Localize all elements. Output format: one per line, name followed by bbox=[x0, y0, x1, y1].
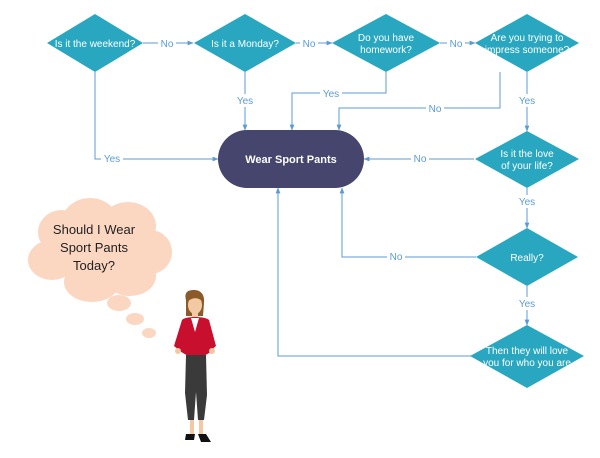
decision-diamond bbox=[470, 325, 584, 388]
label-yes: Yes bbox=[323, 89, 339, 100]
decision-text: impress someone? bbox=[485, 45, 570, 56]
edge-then-terminal bbox=[275, 187, 472, 357]
decision-then: Then they will love you for who you are bbox=[470, 325, 584, 388]
terminal-wear-sport-pants: Wear Sport Pants bbox=[218, 130, 364, 188]
thought-cloud bbox=[28, 198, 172, 338]
label-no: No bbox=[450, 39, 463, 50]
connectors bbox=[94, 40, 530, 357]
decision-text: Is it the weekend? bbox=[55, 39, 136, 50]
label-no: No bbox=[390, 252, 403, 263]
decision-impress: Are you trying to impress someone? bbox=[475, 14, 579, 72]
label-no: No bbox=[414, 154, 427, 165]
decision-love: Is it the love of your life? bbox=[475, 131, 579, 188]
decision-diamond bbox=[47, 14, 143, 72]
decision-text: Then they will love bbox=[486, 346, 569, 357]
label-yes: Yes bbox=[519, 197, 535, 208]
thought-bubble-dot bbox=[107, 295, 131, 311]
label-no: No bbox=[429, 104, 442, 115]
label-yes: Yes bbox=[237, 96, 253, 107]
woman-figure bbox=[174, 290, 216, 442]
decision-diamond bbox=[475, 131, 579, 188]
decision-text: Are you trying to bbox=[491, 33, 564, 44]
decision-really: Really? bbox=[476, 228, 578, 286]
decision-diamond bbox=[476, 228, 578, 286]
thought-bubble-dot bbox=[142, 328, 156, 338]
thought-bubble-dot bbox=[126, 313, 144, 325]
decision-text: of your life? bbox=[501, 161, 553, 172]
label-yes: Yes bbox=[519, 299, 535, 310]
thought-text: Sport Pants bbox=[60, 240, 128, 255]
label-no: No bbox=[161, 39, 174, 50]
edge-really-no bbox=[339, 187, 476, 258]
thought-text: Should I Wear bbox=[53, 222, 136, 237]
decision-weekend: Is it the weekend? bbox=[47, 14, 143, 72]
decision-text: Is it a Monday? bbox=[211, 39, 279, 50]
label-no: No bbox=[303, 39, 316, 50]
decision-diamond bbox=[332, 14, 440, 72]
decision-text: you for who you are bbox=[483, 358, 571, 369]
decision-diamond bbox=[475, 14, 579, 72]
decision-text: Do you have bbox=[358, 33, 415, 44]
edge-impress-no bbox=[336, 72, 501, 131]
edge-weekend-yes bbox=[94, 72, 219, 162]
label-yes: Yes bbox=[519, 96, 535, 107]
edge-labels: No No No Yes Yes Yes No Yes No Yes No Ye… bbox=[101, 36, 539, 310]
decision-diamond bbox=[194, 14, 296, 72]
terminal-shape bbox=[218, 130, 364, 188]
decision-monday: Is it a Monday? bbox=[194, 14, 296, 72]
thought-text: Today? bbox=[73, 258, 115, 273]
decision-homework: Do you have homework? bbox=[332, 14, 440, 72]
decision-text: homework? bbox=[360, 45, 412, 56]
decision-text: Is it the love bbox=[500, 149, 554, 160]
terminal-text: Wear Sport Pants bbox=[245, 154, 337, 166]
label-yes: Yes bbox=[104, 154, 120, 165]
decision-text: Really? bbox=[510, 253, 544, 264]
